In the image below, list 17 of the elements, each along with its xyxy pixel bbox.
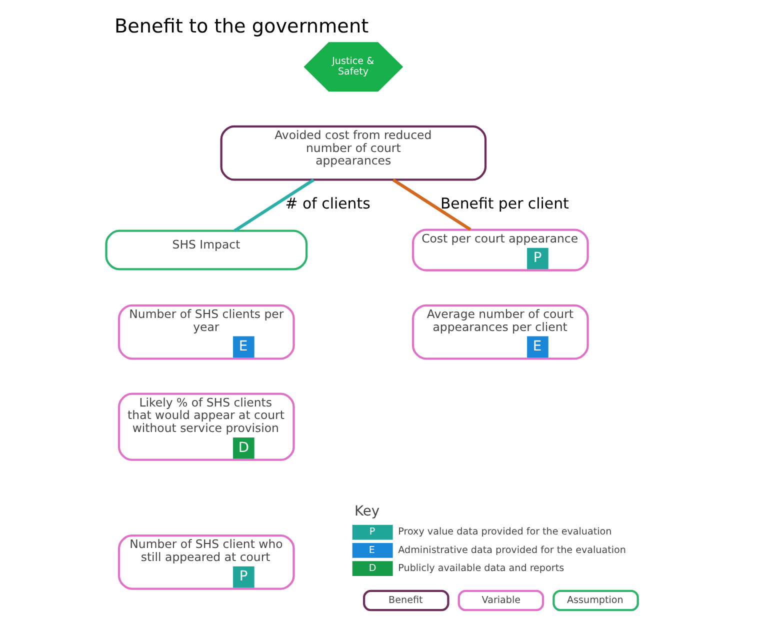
- label: P: [368, 526, 375, 538]
- label: E: [368, 544, 374, 556]
- label: D: [368, 562, 376, 574]
- legend-label: Administrative data provided for the evaluation: [398, 544, 626, 556]
- node-box: Avoided cost from reduced number of court appearances: [220, 125, 486, 181]
- legend-label: Proxy value data provided for the evaluation: [398, 526, 612, 538]
- connector: [233, 178, 314, 232]
- connector: [392, 178, 471, 231]
- legend-label: Variable: [481, 594, 520, 606]
- diagram-title: Benefit to the government: [114, 14, 368, 38]
- edge-label: Benefit per client: [440, 194, 568, 213]
- legend-label: Benefit: [388, 594, 422, 606]
- legend-label: Publicly available data and reports: [398, 562, 564, 574]
- label: Key: [354, 504, 380, 520]
- legend-label: Assumption: [566, 594, 623, 606]
- edge-label: # of clients: [284, 194, 370, 213]
- node-box: SHS Impact: [104, 230, 308, 270]
